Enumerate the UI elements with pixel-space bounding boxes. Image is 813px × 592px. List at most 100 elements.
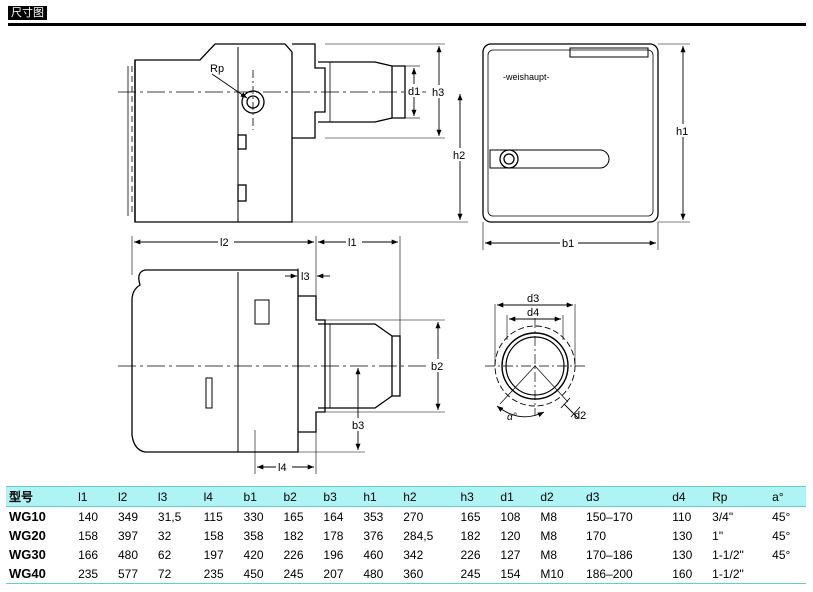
table-cell: 165	[460, 509, 481, 524]
label-l3: l3	[301, 271, 310, 283]
label-l2: l2	[220, 237, 229, 249]
table-cell: 480	[360, 564, 401, 584]
table-cell: 178	[323, 528, 344, 543]
table-cell: 353	[363, 509, 384, 524]
column-header: d3	[583, 486, 670, 507]
column-header: d2	[537, 486, 584, 507]
table-cell: 577	[115, 564, 155, 584]
top-view	[131, 269, 401, 453]
table-cell: M8	[540, 547, 558, 562]
table-cell: 197	[203, 547, 224, 562]
column-header: h1	[360, 486, 401, 507]
section-title: 尺寸图	[8, 6, 47, 20]
column-header: l2	[115, 486, 155, 507]
front-handle-slot	[489, 149, 610, 169]
table-cell: 245	[280, 564, 321, 584]
table-cell: 235	[75, 564, 115, 584]
top-port	[254, 299, 270, 325]
table-cell: 154	[497, 564, 538, 584]
table-cell: 45°	[772, 547, 791, 562]
table-cell: 182	[460, 528, 481, 543]
top-blast-tube	[318, 323, 401, 409]
column-header: d4	[669, 486, 710, 507]
table-cell: 1-1/2"	[709, 564, 770, 584]
label-l4: l4	[278, 462, 287, 474]
table-cell: 165	[283, 509, 304, 524]
front-knob	[499, 149, 519, 169]
table-cell: 130	[672, 528, 693, 543]
side-flange	[292, 43, 326, 139]
alpha-arc	[496, 405, 545, 418]
column-header: 型号	[6, 486, 76, 507]
column-header: d1	[497, 486, 538, 507]
table-cell: 235	[200, 564, 241, 584]
table-cell: 284,5	[403, 528, 434, 543]
table-cell: 330	[243, 509, 264, 524]
table-cell: 32	[157, 528, 172, 543]
column-header: b3	[320, 486, 361, 507]
table-cell: 150–170	[586, 509, 633, 524]
table-cell: 130	[672, 547, 693, 562]
table-cell: 245	[457, 564, 498, 584]
table-cell: 270	[403, 509, 424, 524]
column-header: l1	[75, 486, 115, 507]
header: 尺寸图	[8, 6, 806, 28]
model-cell: WG20	[9, 528, 46, 543]
table-cell: 108	[500, 509, 521, 524]
table-cell: 1-1/2"	[712, 547, 744, 562]
label-d3: d3	[527, 293, 539, 305]
model-cell: WG10	[9, 509, 46, 524]
table-cell: M8	[540, 509, 558, 524]
label-h3: h3	[432, 87, 444, 99]
column-header: l4	[200, 486, 241, 507]
table-cell: 358	[243, 528, 264, 543]
table-cell: 170–186	[586, 547, 633, 562]
column-header: Rp	[709, 486, 770, 507]
table-cell: 376	[363, 528, 384, 543]
side-port-1	[237, 134, 247, 150]
label-b1: b1	[562, 238, 574, 250]
table-cell: 360	[400, 564, 458, 584]
table-cell: 182	[283, 528, 304, 543]
rp-leader	[211, 73, 248, 99]
side-view	[127, 43, 406, 223]
label-l1: l1	[348, 237, 357, 249]
table-cell: 110	[672, 509, 692, 524]
table-cell: 420	[243, 547, 264, 562]
table-cell: 31,5	[157, 509, 182, 524]
label-d4: d4	[527, 307, 539, 319]
table-cell: 207	[320, 564, 361, 584]
table-cell: 186–200	[583, 564, 670, 584]
table-cell: 160	[669, 564, 710, 584]
label-d2: d2	[574, 410, 586, 422]
label-h2: h2	[453, 150, 465, 162]
table-cell: 127	[500, 547, 521, 562]
table-cell: 45°	[772, 528, 791, 543]
brand-label: -weishaupt-	[503, 72, 550, 82]
label-d1: d1	[408, 86, 420, 98]
label-b3: b3	[352, 420, 364, 432]
table-cell: 226	[460, 547, 481, 562]
side-blast-tube	[318, 61, 406, 123]
column-header: a°	[769, 486, 806, 507]
table-cell: 450	[240, 564, 281, 584]
table-cell: 460	[363, 547, 384, 562]
column-header: h3	[457, 486, 498, 507]
label-b2: b2	[431, 361, 443, 373]
d2-leader	[563, 403, 579, 419]
table-cell: 158	[78, 528, 99, 543]
table-cell: 45°	[772, 509, 791, 524]
top-housing-outline	[131, 269, 299, 453]
column-header: l3	[154, 486, 201, 507]
front-housing-outline	[482, 43, 659, 223]
table-cell: 166	[78, 547, 99, 562]
header-rule	[8, 23, 806, 26]
table-cell: 62	[157, 547, 172, 562]
front-view	[482, 43, 659, 223]
